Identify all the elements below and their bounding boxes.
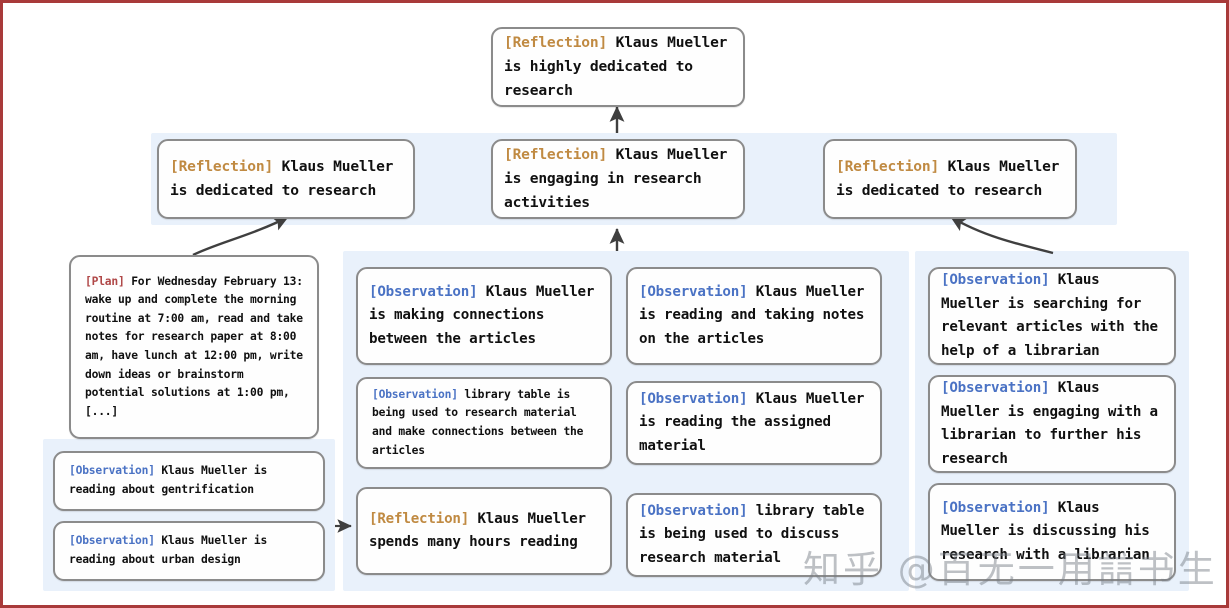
tag-reflection: [Reflection] [170,158,274,175]
node-body: Klaus Mueller is discussing his research… [941,499,1158,563]
node-text: [Observation] library table is being use… [628,500,880,571]
node-body: Klaus Mueller is reading and taking note… [639,283,873,347]
tag-reflection: [Reflection] [369,510,470,527]
node-body: Klaus Mueller is searching for relevant … [941,272,1167,359]
node-text: [Reflection] Klaus Mueller is engaging i… [493,143,743,215]
node-reflection-right[interactable]: [Reflection] Klaus Mueller is dedicated … [823,139,1077,219]
node-text: [Observation] Klaus Mueller is reading a… [55,462,323,499]
node-reflection-middle[interactable]: [Reflection] Klaus Mueller is engaging i… [491,139,745,219]
tag-observation: [Observation] [369,283,478,300]
node-observation-reading-notes[interactable]: [Observation] Klaus Mueller is reading a… [626,267,882,365]
node-observation-assigned-material[interactable]: [Observation] Klaus Mueller is reading t… [626,381,882,465]
node-body: library table is being used to research … [372,387,590,457]
node-text: [Observation] Klaus Mueller is engaging … [930,377,1174,471]
tag-observation: [Observation] [941,380,1050,396]
node-body: Klaus Mueller is dedicated to research [836,158,1068,199]
node-body: Klaus Mueller is reading about gentrific… [69,464,274,496]
node-observation-library-table-connections[interactable]: [Observation] library table is being use… [356,377,612,469]
node-text: [Reflection] Klaus Mueller is highly ded… [493,31,743,103]
node-body: Klaus Mueller is making connections betw… [369,283,603,347]
node-body: Klaus Mueller is reading the assigned ma… [639,390,873,454]
tag-observation: [Observation] [69,534,155,548]
node-text: [Observation] Klaus Mueller is reading a… [628,281,880,352]
node-text: [Plan] For Wednesday February 13: wake u… [71,273,317,422]
node-observation-searching-articles[interactable]: [Observation] Klaus Mueller is searching… [928,267,1176,365]
node-body: Klaus Mueller is dedicated to research [170,158,402,199]
node-body: Klaus Mueller is highly dedicated to res… [504,34,736,99]
node-text: [Observation] Klaus Mueller is making co… [358,281,610,352]
node-text: [Reflection] Klaus Mueller is dedicated … [825,155,1075,203]
tag-reflection: [Reflection] [836,158,940,175]
node-body: For Wednesday February 13: wake up and c… [85,274,310,418]
node-body: Klaus Mueller is engaging in research ac… [504,146,736,211]
node-text: [Observation] Klaus Mueller is reading a… [55,532,323,569]
node-text: [Reflection] Klaus Mueller is dedicated … [159,155,413,203]
node-reflection-hours-reading[interactable]: [Reflection] Klaus Mueller spends many h… [356,487,612,575]
node-text: [Observation] library table is being use… [358,386,610,460]
node-plan[interactable]: [Plan] For Wednesday February 13: wake u… [69,255,319,439]
node-observation-discussing-research[interactable]: [Observation] Klaus Mueller is discussin… [928,483,1176,581]
tag-observation: [Observation] [372,387,458,401]
node-body: Klaus Mueller spends many hours reading [369,510,595,551]
tag-observation: [Observation] [941,499,1050,516]
tag-observation: [Observation] [639,502,748,519]
node-body: Klaus Mueller is engaging with a librari… [941,380,1167,467]
tag-observation: [Observation] [69,464,155,478]
node-text: [Observation] Klaus Mueller is searching… [930,269,1174,363]
node-observation-gentrification[interactable]: [Observation] Klaus Mueller is reading a… [53,451,325,511]
node-body: Klaus Mueller is reading about urban des… [69,534,274,566]
node-observation-connections[interactable]: [Observation] Klaus Mueller is making co… [356,267,612,365]
tag-reflection: [Reflection] [504,146,608,163]
node-text: [Observation] Klaus Mueller is reading t… [628,388,880,459]
node-observation-urban-design[interactable]: [Observation] Klaus Mueller is reading a… [53,521,325,581]
node-text: [Observation] Klaus Mueller is discussin… [930,497,1174,568]
node-observation-engaging-librarian[interactable]: [Observation] Klaus Mueller is engaging … [928,375,1176,473]
tag-plan: [Plan] [85,274,125,288]
tag-observation: [Observation] [941,272,1050,288]
tag-reflection: [Reflection] [504,34,608,51]
tag-observation: [Observation] [639,390,748,407]
node-body: library table is being used to discuss r… [639,502,873,566]
node-observation-library-table-discuss[interactable]: [Observation] library table is being use… [626,493,882,577]
node-text: [Reflection] Klaus Mueller spends many h… [358,508,610,555]
node-reflection-left[interactable]: [Reflection] Klaus Mueller is dedicated … [157,139,415,219]
node-root-reflection[interactable]: [Reflection] Klaus Mueller is highly ded… [491,27,745,107]
tag-observation: [Observation] [639,283,748,300]
